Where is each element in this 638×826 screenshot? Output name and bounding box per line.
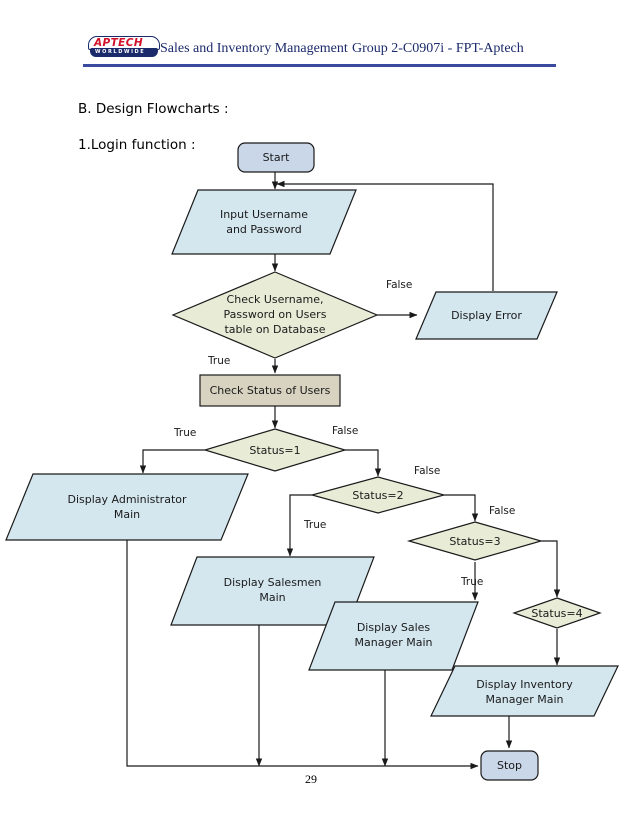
node-check-credentials[interactable] <box>171 271 379 359</box>
edge-label-status3-true: True <box>461 576 484 588</box>
heading-design-flowcharts: B. Design Flowcharts : <box>78 101 229 117</box>
group-label: Group 2-C0907i - FPT-Aptech <box>352 41 524 56</box>
edge-admin-to-stop <box>126 540 479 770</box>
heading-login-function: 1.Login function : <box>78 137 196 153</box>
page-header: APTECH WORLDWIDE Sales and Inventory Man… <box>0 0 638 72</box>
logo-tagline: WORLDWIDE <box>90 48 158 57</box>
edge-label-status2-false: False <box>414 465 441 477</box>
page-number: 29 <box>305 772 317 786</box>
edge-label-check-true: True <box>208 355 231 367</box>
node-display-inventory-manager-main[interactable] <box>430 665 619 717</box>
document-title: Sales and Inventory Management <box>160 41 348 56</box>
node-start[interactable] <box>237 142 315 173</box>
node-stop[interactable] <box>480 750 539 781</box>
node-status-2[interactable] <box>309 476 447 514</box>
edge-status2-true-to-salesmen <box>286 494 312 557</box>
edge-status3-false-to-status4 <box>541 540 561 598</box>
edge-error-to-input <box>276 180 494 291</box>
edge-status2-false-to-status3 <box>444 494 479 522</box>
node-display-administrator-main[interactable] <box>5 473 249 541</box>
edge-status1-false-to-status2 <box>345 449 382 477</box>
node-display-error[interactable] <box>415 291 558 340</box>
node-status-4[interactable] <box>512 597 602 629</box>
edge-status1-true-to-admin <box>139 449 205 474</box>
aptech-logo: APTECH WORLDWIDE <box>88 36 160 60</box>
node-input-credentials[interactable] <box>171 189 357 255</box>
logo-tagline-text: WORLDWIDE <box>95 49 146 55</box>
edge-label-status1-true: True <box>174 427 197 439</box>
edge-label-check-false: False <box>386 279 413 291</box>
edge-label-status2-true: True <box>304 519 327 531</box>
logo-wordmark-text: APTECH <box>94 37 144 49</box>
node-status-3[interactable] <box>406 521 544 561</box>
edge-label-status3-false: False <box>489 505 516 517</box>
node-display-sales-manager-main[interactable] <box>308 601 479 671</box>
edge-label-status1-false: False <box>332 425 359 437</box>
header-divider <box>83 64 556 67</box>
node-status-1[interactable] <box>202 428 348 472</box>
node-check-status[interactable] <box>199 374 341 407</box>
